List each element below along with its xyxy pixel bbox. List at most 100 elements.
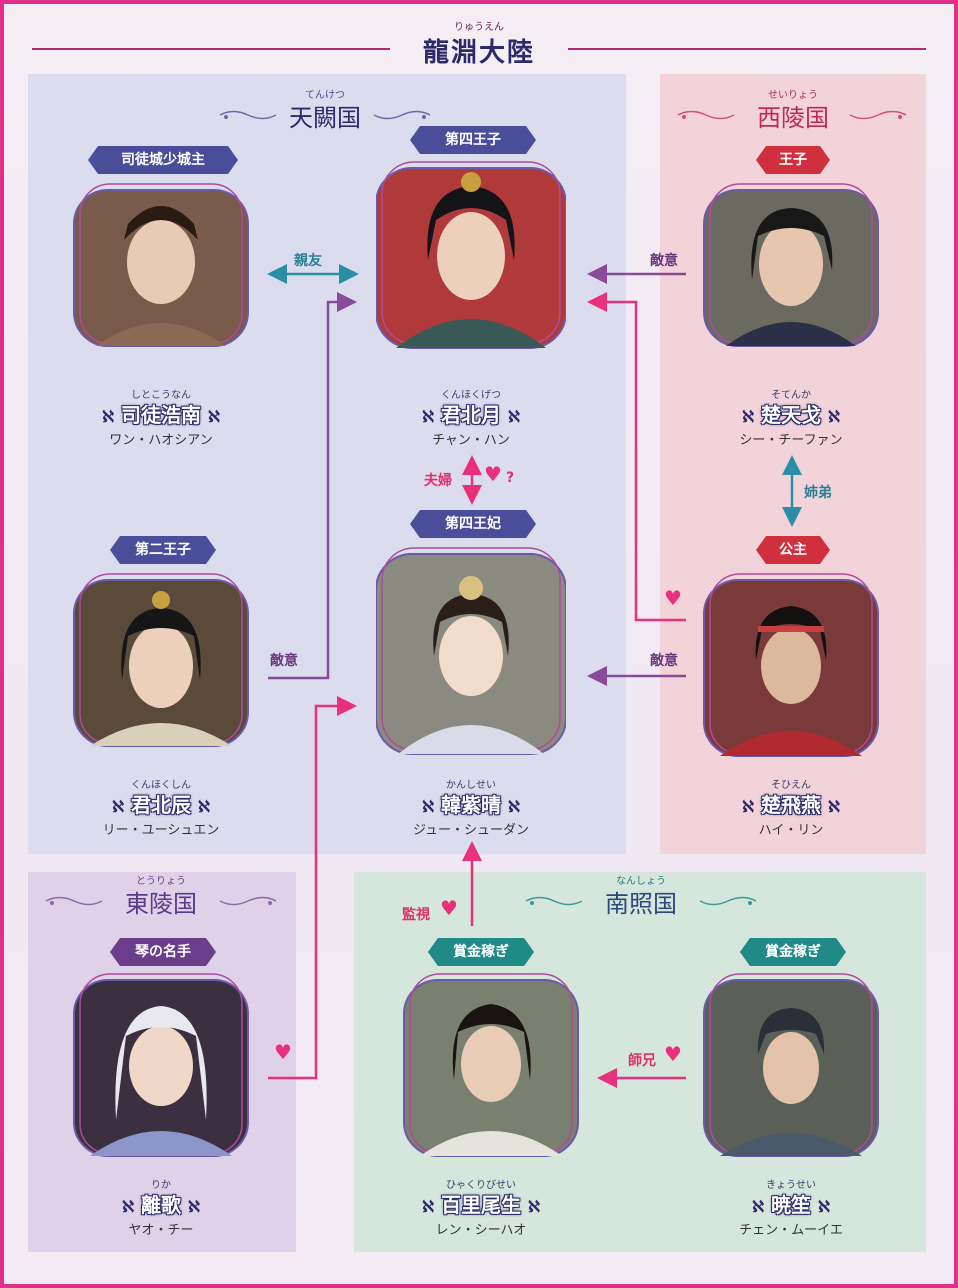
- kingdom-name: 天闕国: [289, 104, 361, 132]
- name-ruby: そひえん: [771, 780, 811, 791]
- name-block-shito: しとこうなん ℵ 司徒浩南 ℵ ワン・ハオシアン: [56, 386, 266, 448]
- character-name: ℵ 楚飛燕 ℵ: [742, 793, 840, 817]
- role-badge: 第二王子: [110, 536, 216, 564]
- flourish-icon: [699, 896, 757, 906]
- flourish-icon: ℵ: [827, 797, 840, 816]
- rel-fufu: 夫婦: [424, 473, 452, 489]
- name-ruby: かんしせい: [446, 780, 496, 791]
- portrait-sotenka: [696, 180, 886, 352]
- rel-shitei: 姉弟: [804, 485, 832, 501]
- flourish-icon: ℵ: [207, 407, 220, 426]
- portrait-kanshisei: [376, 546, 566, 755]
- kingdom-ruby: てんけつ: [305, 90, 345, 101]
- actor-name: シー・チーファン: [739, 433, 843, 448]
- name-ruby: りか: [151, 1180, 171, 1191]
- name-block-rika: りか ℵ 離歌 ℵ ヤオ・チー: [56, 1176, 266, 1238]
- flourish-icon: ℵ: [742, 797, 755, 816]
- character-name: ℵ 司徒浩南 ℵ: [102, 403, 220, 427]
- role-badge: 王子: [756, 146, 830, 174]
- kingdom-name: 西陵国: [757, 104, 829, 132]
- actor-name: ジュー・シューダン: [412, 823, 530, 838]
- character-name: ℵ 韓紫晴 ℵ: [422, 793, 520, 817]
- flourish-icon: ℵ: [827, 407, 840, 426]
- name-block-kunpokugetsu: くんほくげつ ℵ 君北月 ℵ チャン・ハン: [366, 386, 576, 448]
- character-name: ℵ 君北辰 ℵ: [112, 793, 210, 817]
- rel-teki-sotenka: 敵意: [650, 253, 678, 269]
- portrait-hyakuri: [396, 970, 586, 1157]
- title-rule-right: [568, 48, 926, 50]
- character-name: ℵ 離歌 ℵ: [122, 1193, 200, 1217]
- flourish-icon: ℵ: [507, 797, 520, 816]
- flourish-icon: ℵ: [422, 407, 435, 426]
- character-name: ℵ 楚天戈 ℵ: [742, 403, 840, 427]
- flourish-icon: [219, 110, 277, 120]
- heart-icon: ♥: [274, 1040, 292, 1064]
- heart-icon: ♥: [484, 462, 502, 486]
- flourish-icon: ℵ: [507, 407, 520, 426]
- portrait-shito: [66, 180, 256, 352]
- name-ruby: くんほくげつ: [441, 390, 501, 401]
- actor-name: ワン・ハオシアン: [109, 433, 213, 448]
- rel-shinyu: 親友: [294, 253, 322, 269]
- flourish-icon: ℵ: [187, 1197, 200, 1216]
- flourish-icon: [373, 110, 431, 120]
- title-text: 龍淵大陸: [422, 38, 535, 68]
- name-block-hyakuri: ひゃくりびせい ℵ 百里尾生 ℵ レン・シーハオ: [376, 1176, 586, 1238]
- kingdom-name: 東陵国: [125, 890, 197, 918]
- name-ruby: くんほくしん: [131, 780, 191, 791]
- kingdom-name: 南照国: [605, 890, 677, 918]
- kingdom-ruby: せいりょう: [768, 90, 818, 101]
- name-ruby: きょうせい: [766, 1180, 816, 1191]
- rel-kanshi: 監視: [402, 907, 430, 923]
- portrait-kyosei: [696, 970, 886, 1157]
- name-block-kunpokushin: くんほくしん ℵ 君北辰 ℵ リー・ユーシュエン: [56, 776, 266, 838]
- role-badge: 司徒城少城主: [88, 146, 238, 174]
- character-name: ℵ 暁笙 ℵ: [752, 1193, 830, 1217]
- character-name: ℵ 君北月 ℵ: [422, 403, 520, 427]
- flourish-icon: [525, 896, 583, 906]
- flourish-icon: ℵ: [752, 1197, 765, 1216]
- flourish-icon: [677, 110, 735, 120]
- main-title: りゅうえん 龍淵大陸: [0, 8, 958, 72]
- kingdom-tenketsu: てんけつ 天闕国: [200, 86, 450, 132]
- flourish-icon: ℵ: [817, 1197, 830, 1216]
- flourish-icon: ℵ: [422, 1197, 435, 1216]
- flourish-icon: ℵ: [527, 1197, 540, 1216]
- name-ruby: しとこうなん: [131, 390, 191, 401]
- portrait-rika: [66, 970, 256, 1157]
- portrait-sohien: [696, 570, 886, 757]
- kingdom-nansho: なんしょう 南照国: [516, 872, 766, 918]
- role-badge: 第四王子: [410, 126, 536, 154]
- name-ruby: そてんか: [771, 390, 811, 401]
- flourish-icon: ℵ: [422, 797, 435, 816]
- kingdom-ruby: とうりょう: [136, 876, 186, 887]
- role-badge: 賞金稼ぎ: [428, 938, 534, 966]
- rel-shikei: 師兄: [628, 1053, 656, 1069]
- arrow-love-rika: [268, 696, 357, 1080]
- name-block-kyosei: きょうせい ℵ 暁笙 ℵ チェン・ムーイエ: [686, 1176, 896, 1238]
- kingdom-toryo: とうりょう 東陵国: [36, 872, 286, 918]
- rel-teki-kunpokushin: 敵意: [270, 653, 298, 669]
- heart-icon: ♥: [664, 1042, 682, 1066]
- name-block-kanshisei: かんしせい ℵ 韓紫晴 ℵ ジュー・シューダン: [366, 776, 576, 838]
- heart-icon: ♥: [664, 586, 682, 610]
- name-block-sotenka: そてんか ℵ 楚天戈 ℵ シー・チーファン: [686, 386, 896, 448]
- name-block-sohien: そひえん ℵ 楚飛燕 ℵ ハイ・リン: [686, 776, 896, 838]
- actor-name: レン・シーハオ: [435, 1223, 527, 1238]
- rel-teki-sohien: 敵意: [650, 653, 678, 669]
- flourish-icon: [849, 110, 907, 120]
- heart-icon: ♥: [440, 896, 458, 920]
- actor-name: チャン・ハン: [432, 433, 510, 448]
- flourish-icon: ℵ: [742, 407, 755, 426]
- rel-fufu-question: ?: [506, 470, 515, 486]
- role-badge: 賞金稼ぎ: [740, 938, 846, 966]
- title-rule-left: [32, 48, 390, 50]
- kingdom-seiryo: せいりょう 西陵国: [668, 86, 918, 132]
- arrow-love-sohien: [587, 292, 686, 622]
- actor-name: ヤオ・チー: [128, 1223, 194, 1238]
- actor-name: ハイ・リン: [758, 823, 824, 838]
- arrow-teki-kunpokushin: [268, 292, 357, 680]
- title-ruby: りゅうえん: [454, 22, 504, 33]
